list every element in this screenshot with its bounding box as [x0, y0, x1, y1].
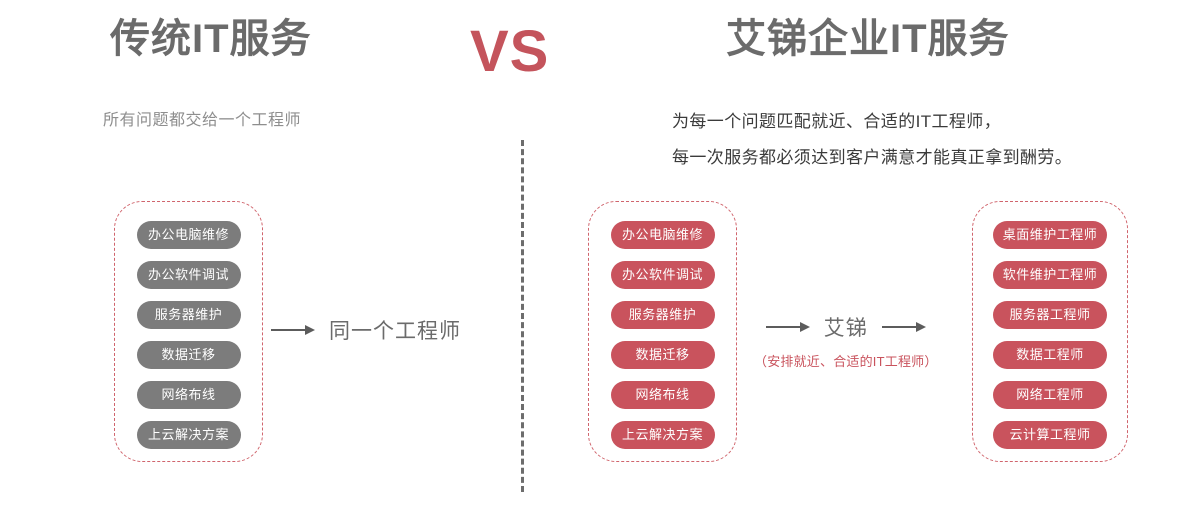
right-panel-subheading: 为每一个问题匹配就近、合适的IT工程师， 每一次服务都必须达到客户满意才能真正拿…: [672, 104, 1072, 176]
vs-badge: VS: [470, 19, 550, 84]
list-item[interactable]: 云计算工程师: [993, 421, 1107, 449]
list-item[interactable]: 数据迁移: [136, 341, 241, 369]
list-item[interactable]: 网络布线: [136, 381, 241, 409]
left-flow-label: 同一个工程师: [329, 320, 461, 343]
list-item[interactable]: 上云解决方案: [610, 421, 715, 449]
list-item[interactable]: 服务器工程师: [993, 301, 1107, 329]
list-item[interactable]: 办公电脑维修: [136, 221, 241, 249]
list-item[interactable]: 办公软件调试: [136, 261, 241, 289]
arrow-right-icon: [881, 321, 926, 333]
right-flow-label: 艾锑: [823, 317, 868, 340]
panel-divider: [521, 140, 524, 492]
left-service-group: 办公电脑维修 办公软件调试 服务器维护 数据迁移 网络布线 上云解决方案: [114, 201, 263, 462]
list-item[interactable]: 软件维护工程师: [992, 261, 1108, 289]
list-item[interactable]: 网络工程师: [993, 381, 1107, 409]
list-item[interactable]: 数据迁移: [610, 341, 715, 369]
list-item[interactable]: 上云解决方案: [136, 421, 241, 449]
right-flow: 艾锑 （安排就近、合适的IT工程师）: [754, 312, 938, 370]
engineer-group: 桌面维护工程师 软件维护工程师 服务器工程师 数据工程师 网络工程师 云计算工程…: [972, 201, 1128, 462]
right-panel-heading: 艾锑企业IT服务: [726, 17, 1010, 61]
engineer-list: 桌面维护工程师 软件维护工程师 服务器工程师 数据工程师 网络工程师 云计算工程…: [973, 221, 1127, 449]
left-panel-heading: 传统IT服务: [110, 17, 312, 61]
right-subheading-line-1: 为每一个问题匹配就近、合适的IT工程师，: [672, 112, 1002, 131]
list-item[interactable]: 网络布线: [610, 381, 715, 409]
right-subheading-line-2: 每一次服务都必须达到客户满意才能真正拿到酬劳。: [672, 148, 1073, 167]
arrow-right-icon: [765, 321, 810, 333]
right-flow-note: （安排就近、合适的IT工程师）: [754, 354, 938, 369]
list-item[interactable]: 服务器维护: [610, 301, 715, 329]
right-service-group: 办公电脑维修 办公软件调试 服务器维护 数据迁移 网络布线 上云解决方案: [588, 201, 737, 462]
list-item[interactable]: 数据工程师: [993, 341, 1107, 369]
list-item[interactable]: 办公软件调试: [610, 261, 715, 289]
left-panel-subheading: 所有问题都交给一个工程师: [103, 112, 302, 129]
arrow-right-icon: [271, 324, 315, 336]
left-service-list: 办公电脑维修 办公软件调试 服务器维护 数据迁移 网络布线 上云解决方案: [115, 221, 262, 449]
list-item[interactable]: 办公电脑维修: [610, 221, 715, 249]
list-item[interactable]: 桌面维护工程师: [992, 221, 1108, 249]
left-flow: 同一个工程师: [271, 315, 461, 345]
list-item[interactable]: 服务器维护: [136, 301, 241, 329]
right-service-list: 办公电脑维修 办公软件调试 服务器维护 数据迁移 网络布线 上云解决方案: [589, 221, 736, 449]
